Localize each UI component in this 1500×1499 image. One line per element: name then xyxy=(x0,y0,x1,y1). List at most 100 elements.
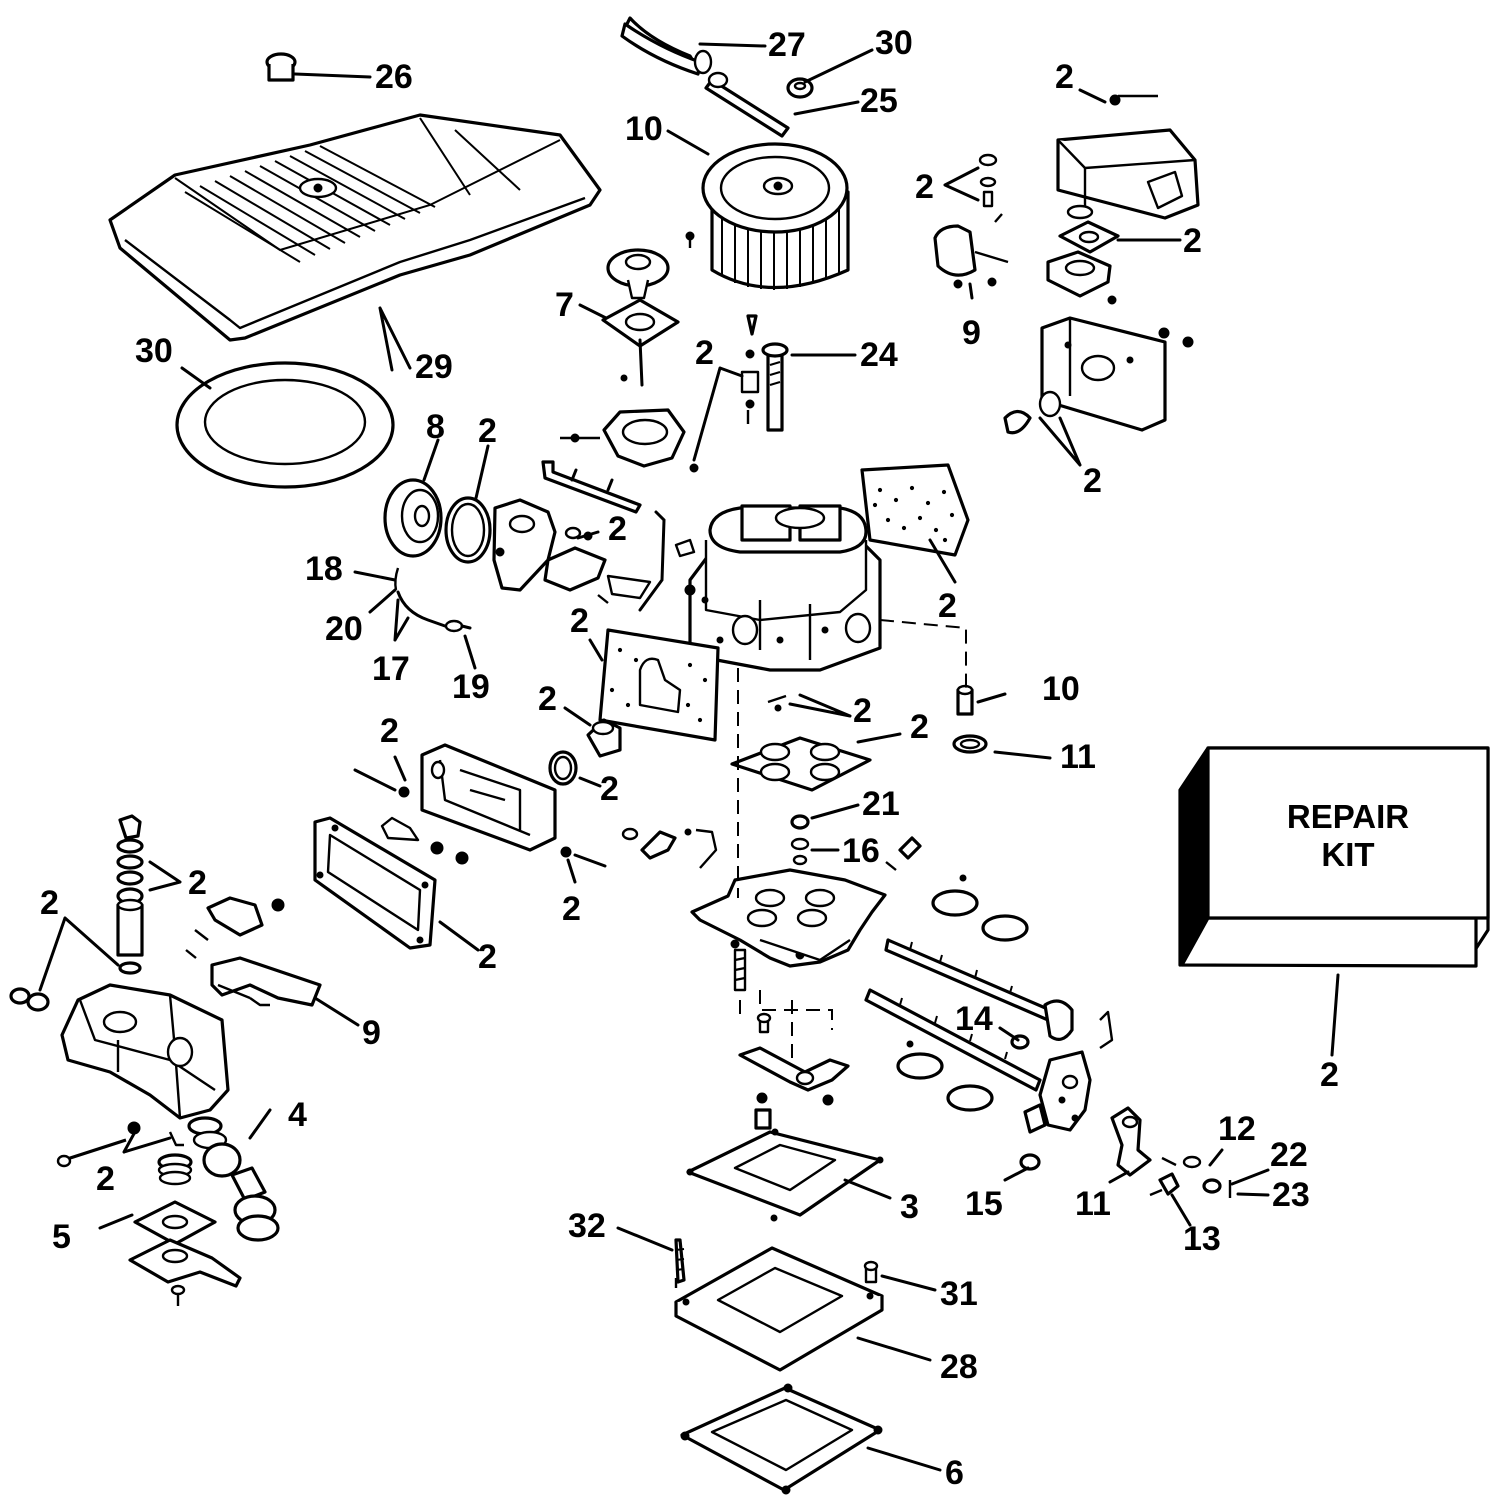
float xyxy=(933,153,1009,289)
callout-9: 9 xyxy=(362,1014,381,1052)
callout-12: 12 xyxy=(1218,1110,1256,1148)
throttle-lever xyxy=(1010,1034,1092,1171)
callout-2: 2 xyxy=(570,602,589,640)
callout-16: 16 xyxy=(842,832,880,870)
callout-10: 10 xyxy=(625,110,663,148)
callout-2: 2 xyxy=(40,884,59,922)
primary-fuel-bowl xyxy=(9,983,230,1120)
callout-2: 2 xyxy=(938,587,957,625)
callout-2: 2 xyxy=(96,1160,115,1198)
throttle-shafts xyxy=(864,938,1114,1092)
choke-wire xyxy=(394,567,472,633)
callout-19: 19 xyxy=(452,668,490,706)
metering-block-right xyxy=(1003,316,1194,435)
pump-discharge-parts xyxy=(952,684,988,754)
throttle-body xyxy=(690,868,887,992)
accelerator-pump-housing xyxy=(560,408,686,468)
callout-2: 2 xyxy=(1320,1056,1339,1094)
callout-30: 30 xyxy=(875,24,913,62)
callout-15: 15 xyxy=(965,1185,1003,1223)
flame-arrestor xyxy=(701,142,850,290)
callout-2: 2 xyxy=(478,938,497,976)
callout-2: 2 xyxy=(910,708,929,746)
callout-5: 5 xyxy=(52,1218,71,1256)
arrestor-gasket-ring xyxy=(175,361,395,489)
metering-block-gasket-left xyxy=(598,628,720,742)
callout-27: 27 xyxy=(768,26,806,64)
breather-fitting xyxy=(704,71,790,138)
metering-block-gasket-right xyxy=(860,463,970,557)
repair-kit-line2: KIT xyxy=(1321,836,1374,873)
flame-arrestor-cover xyxy=(108,113,602,342)
secondary-linkage xyxy=(621,827,718,869)
throttle-body-small-parts xyxy=(790,814,922,871)
needle-and-seat xyxy=(689,314,789,473)
callout-2: 2 xyxy=(188,864,207,902)
callout-2: 2 xyxy=(853,692,872,730)
callout-2: 2 xyxy=(600,770,619,808)
callout-3: 3 xyxy=(900,1188,919,1226)
alignment-lines xyxy=(737,619,967,1060)
callout-8: 8 xyxy=(426,408,445,446)
secondary-fuel-bowl xyxy=(353,743,557,865)
callout-2: 2 xyxy=(478,412,497,450)
needle-seat-stack xyxy=(116,814,144,975)
spacer-gasket xyxy=(680,1383,883,1495)
carburetor-main-body xyxy=(684,504,882,672)
callout-2: 2 xyxy=(538,680,557,718)
leader-lines xyxy=(38,42,1340,1472)
callout-23: 23 xyxy=(1272,1176,1310,1214)
callout-6: 6 xyxy=(945,1454,964,1492)
callout-2: 2 xyxy=(1055,58,1074,96)
power-valve xyxy=(548,718,622,786)
callout-21: 21 xyxy=(862,785,900,823)
callout-10: 10 xyxy=(1042,670,1080,708)
primary-fuel-bowl-upper xyxy=(1046,94,1200,305)
callout-2: 2 xyxy=(1083,462,1102,500)
carb-base-gasket xyxy=(686,1128,884,1222)
choke-housing-body xyxy=(492,498,652,604)
callout-18: 18 xyxy=(305,550,343,588)
float-lever xyxy=(185,896,322,1007)
callout-2: 2 xyxy=(695,334,714,372)
throttle-plates xyxy=(896,874,1029,1112)
callout-2: 2 xyxy=(1183,222,1202,260)
callout-32: 32 xyxy=(568,1207,606,1245)
base-plate-gasket xyxy=(730,694,872,792)
cover-nut xyxy=(265,52,297,82)
carb-spacer xyxy=(674,1238,884,1372)
callout-2: 2 xyxy=(608,510,627,548)
callout-29: 29 xyxy=(415,348,453,386)
callout-13: 13 xyxy=(1183,1220,1221,1258)
callout-26: 26 xyxy=(375,58,413,96)
bowl-screw xyxy=(560,846,607,868)
secondary-diaphragm-link xyxy=(738,1012,850,1130)
hex-nut xyxy=(786,77,814,99)
callout-2: 2 xyxy=(380,712,399,750)
callout-2: 2 xyxy=(562,890,581,928)
fast-idle-cam xyxy=(1110,1106,1232,1198)
callout-30: 30 xyxy=(135,332,173,370)
choke-thermostat-housing xyxy=(383,478,492,564)
vent-hose xyxy=(620,16,713,76)
choke-pull-off xyxy=(601,231,695,387)
callout-17: 17 xyxy=(372,650,410,688)
callout-9: 9 xyxy=(962,314,981,352)
callout-25: 25 xyxy=(860,82,898,120)
callout-7: 7 xyxy=(555,286,574,324)
callout-24: 24 xyxy=(860,336,898,374)
callout-20: 20 xyxy=(325,610,363,648)
repair-kit-line1: REPAIR xyxy=(1287,798,1409,835)
pump-diaphragm-stack xyxy=(187,1116,280,1242)
callout-11: 11 xyxy=(1075,1185,1111,1223)
callout-4: 4 xyxy=(288,1096,307,1134)
repair-kit-box xyxy=(1178,746,1490,968)
callout-14: 14 xyxy=(955,1000,993,1038)
callout-31: 31 xyxy=(940,1275,978,1313)
callout-11: 11 xyxy=(1060,738,1096,776)
callout-labels: 27 30 26 25 2 10 2 2 7 9 2 24 30 29 8 2 … xyxy=(40,24,1339,1492)
secondary-bowl-gasket xyxy=(313,816,437,950)
choke-linkage xyxy=(541,460,696,612)
callout-22: 22 xyxy=(1270,1136,1308,1174)
